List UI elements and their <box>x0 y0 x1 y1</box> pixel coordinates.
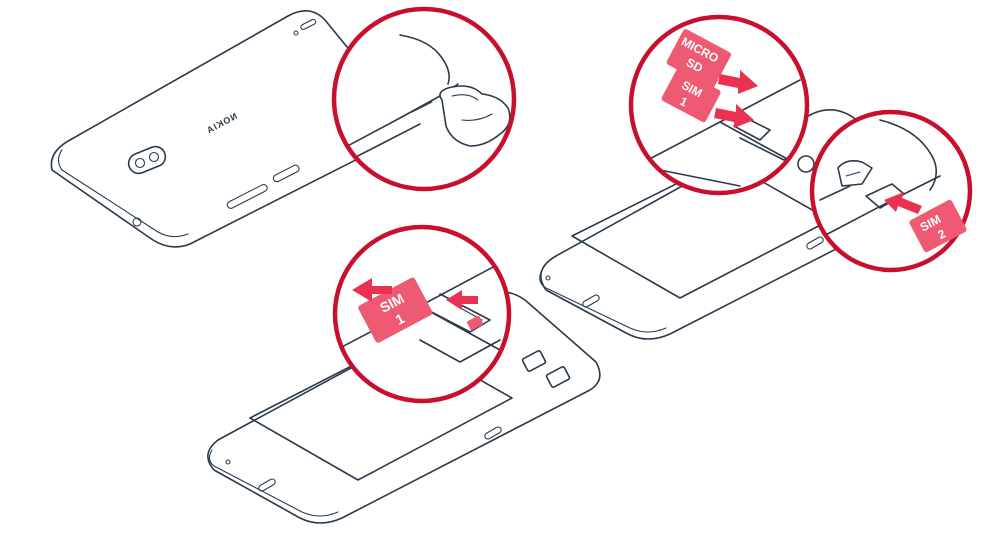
insert-arrow-icon <box>714 104 754 128</box>
sim-slot-icon <box>521 350 571 388</box>
insert-arrow-icon <box>884 192 922 214</box>
brand-logo: NOKIA <box>204 111 239 136</box>
zoom-insert-microsd-sim1: MICRO SD SIM 1 <box>628 14 810 196</box>
sim2-card: SIM 2 <box>909 199 967 253</box>
insert-arrow-icon <box>718 70 758 94</box>
sim1-card: SIM 1 <box>358 277 433 343</box>
eject-arrow-icon <box>352 278 478 310</box>
zoom-remove-sim1: SIM 1 <box>332 224 512 404</box>
zoom-insert-sim2: SIM 2 <box>809 109 973 273</box>
rear-camera-icon <box>127 145 167 175</box>
sim1-card-top: SIM 1 <box>661 68 721 123</box>
zoom-remove-cover <box>331 6 517 192</box>
